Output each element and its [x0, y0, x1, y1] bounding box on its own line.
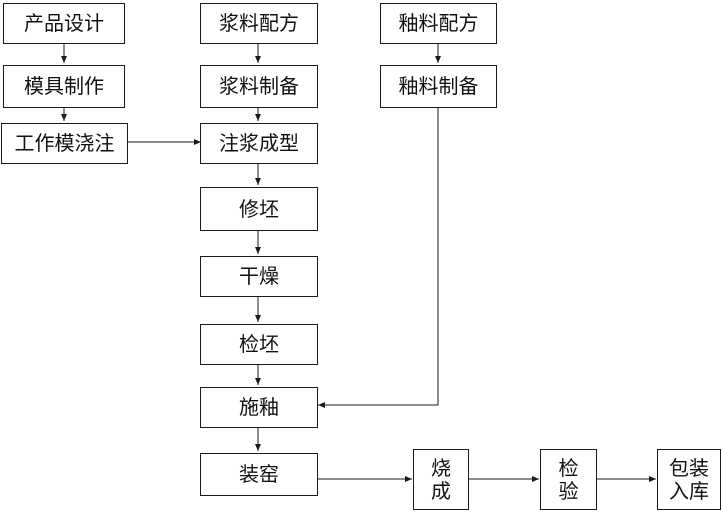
node-inspect-green: 检坯 [200, 324, 318, 365]
node-glaze-prep: 釉料制备 [380, 65, 497, 108]
node-kiln-loading: 装窑 [200, 453, 318, 496]
arrow-glaze-prep-to-glazing [318, 108, 439, 408]
node-inspection: 检 验 [540, 449, 597, 510]
node-glaze-formula: 釉料配方 [380, 3, 497, 44]
node-slurry-formula: 浆料配方 [200, 3, 318, 44]
node-glazing: 施釉 [200, 387, 318, 428]
node-working-mold-casting: 工作模浇注 [1, 123, 128, 164]
node-slurry-prep: 浆料制备 [200, 65, 318, 108]
node-drying: 干燥 [200, 256, 318, 297]
node-product-design: 产品设计 [3, 3, 125, 44]
node-slip-casting: 注浆成型 [200, 123, 318, 164]
node-pack-store: 包装 入库 [657, 449, 721, 510]
node-firing: 烧 成 [413, 449, 469, 510]
node-trimming: 修坯 [200, 187, 318, 231]
node-mold-making: 模具制作 [3, 65, 125, 108]
